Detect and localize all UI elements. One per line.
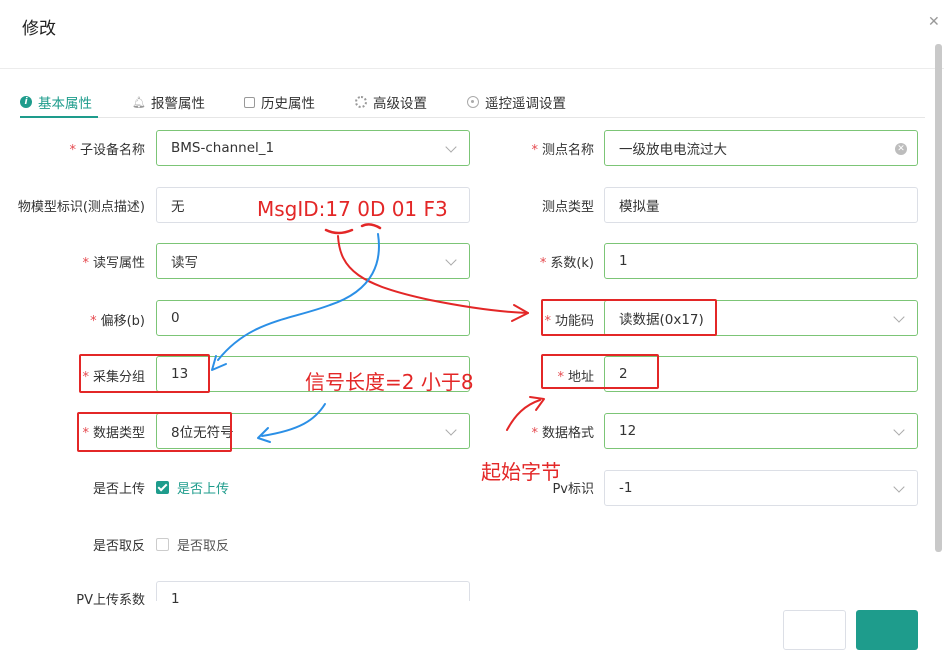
select-value: 12	[619, 423, 637, 439]
select-value: 8位无符号	[171, 425, 234, 441]
label-rw-attr: *读写属性	[82, 256, 145, 271]
label-negate: 是否取反	[92, 539, 145, 554]
label-data-type: *数据类型	[82, 426, 145, 441]
field-value: 0	[171, 310, 180, 326]
close-icon[interactable]: ✕	[928, 14, 940, 30]
upload-option-label[interactable]: 是否上传	[177, 482, 230, 497]
label-address: *地址	[557, 370, 594, 385]
field-value: 13	[171, 366, 189, 382]
header-divider	[0, 68, 944, 69]
label-offset: *偏移(b)	[90, 314, 145, 329]
select-value: -1	[619, 480, 633, 496]
label-point-type: 测点类型	[541, 200, 594, 215]
blue-arrow-data-type	[261, 403, 326, 437]
tab-history[interactable]: 历史属性	[244, 92, 315, 112]
field-value: 一级放电电流过大	[619, 142, 727, 158]
tab-advanced[interactable]: 高级设置	[355, 92, 427, 112]
label-upload: 是否上传	[92, 482, 145, 497]
select-value: 读写	[171, 255, 198, 271]
field-value: 1	[619, 253, 628, 269]
select-value: BMS-channel_1	[171, 140, 275, 156]
clear-icon[interactable]: ✕	[895, 143, 907, 155]
field-value: 1	[171, 591, 180, 607]
red-arrow-func-code	[337, 235, 529, 314]
label-sub-device-name: *子设备名称	[69, 143, 145, 158]
annotation-msgid: MsgID:17 0D 01 F3	[257, 197, 448, 221]
gear-icon	[355, 96, 367, 108]
field-value: 无	[171, 199, 185, 215]
label-coef: *系数(k)	[539, 256, 594, 271]
info-icon: i	[20, 96, 32, 108]
label-pv-coef: PV上传系数	[76, 593, 145, 608]
pv-id-select[interactable]: -1	[604, 470, 918, 506]
rw-attr-select[interactable]: 读写	[156, 243, 470, 279]
red-underline-0d	[324, 228, 354, 235]
select-value: 读数据(0x17)	[619, 312, 704, 328]
func-code-select[interactable]: 读数据(0x17)	[604, 300, 918, 336]
annotation-strokes	[211, 223, 545, 443]
label-collect-group: *采集分组	[82, 370, 145, 385]
tab-basic[interactable]: i 基本属性	[20, 92, 92, 112]
address-input[interactable]: 2	[604, 356, 918, 392]
point-type-field[interactable]: 模拟量	[604, 187, 918, 223]
label-data-format: *数据格式	[531, 426, 594, 441]
pv-coef-input[interactable]: 1	[156, 581, 470, 607]
bell-icon: 🔔︎	[132, 95, 146, 109]
field-value: 2	[619, 366, 628, 382]
negate-checkbox[interactable]	[156, 538, 169, 551]
annotation-start-byte: 起始字节	[481, 460, 561, 484]
tab-label: 高级设置	[373, 96, 427, 112]
tab-label: 历史属性	[261, 96, 315, 112]
offset-input[interactable]: 0	[156, 300, 470, 336]
blue-arrow-collect-group	[217, 233, 380, 361]
data-format-select[interactable]: 12	[604, 413, 918, 449]
blue-arrowhead-collect-group	[211, 355, 227, 371]
coef-input[interactable]: 1	[604, 243, 918, 279]
label-pv-id: Pv标识	[552, 482, 594, 497]
point-name-input[interactable]: 一级放电电流过大 ✕	[604, 130, 918, 166]
negate-option-label[interactable]: 是否取反	[177, 539, 230, 554]
tab-alarm[interactable]: 🔔︎ 报警属性	[132, 92, 205, 113]
upload-checkbox[interactable]	[156, 481, 169, 494]
label-func-code: *功能码	[544, 314, 594, 329]
blue-arrowhead-data-type	[257, 427, 271, 443]
red-arrowhead-func-code	[511, 304, 529, 322]
label-model-id: 物模型标识(测点描述)	[17, 200, 145, 215]
tab-divider	[20, 117, 925, 118]
tab-label: 遥控遥调设置	[485, 96, 566, 112]
red-arrowhead-address	[529, 396, 545, 411]
tab-label: 报警属性	[151, 96, 205, 112]
tab-active-indicator	[20, 116, 98, 118]
red-underline-f3	[360, 223, 382, 230]
model-id-field[interactable]: 无	[156, 187, 470, 223]
annotation-signal-length: 信号长度=2 小于8	[305, 370, 474, 394]
field-value: 模拟量	[619, 199, 660, 215]
tab-remote[interactable]: 遥控遥调设置	[467, 92, 566, 112]
tab-label: 基本属性	[38, 96, 92, 112]
target-icon	[467, 96, 479, 108]
label-point-name: *测点名称	[531, 143, 594, 158]
dialog-title: 修改	[22, 19, 56, 39]
calendar-icon	[244, 96, 255, 108]
scrollbar[interactable]	[935, 44, 942, 552]
sub-device-name-select[interactable]: BMS-channel_1	[156, 130, 470, 166]
red-arrow-address	[506, 399, 541, 431]
